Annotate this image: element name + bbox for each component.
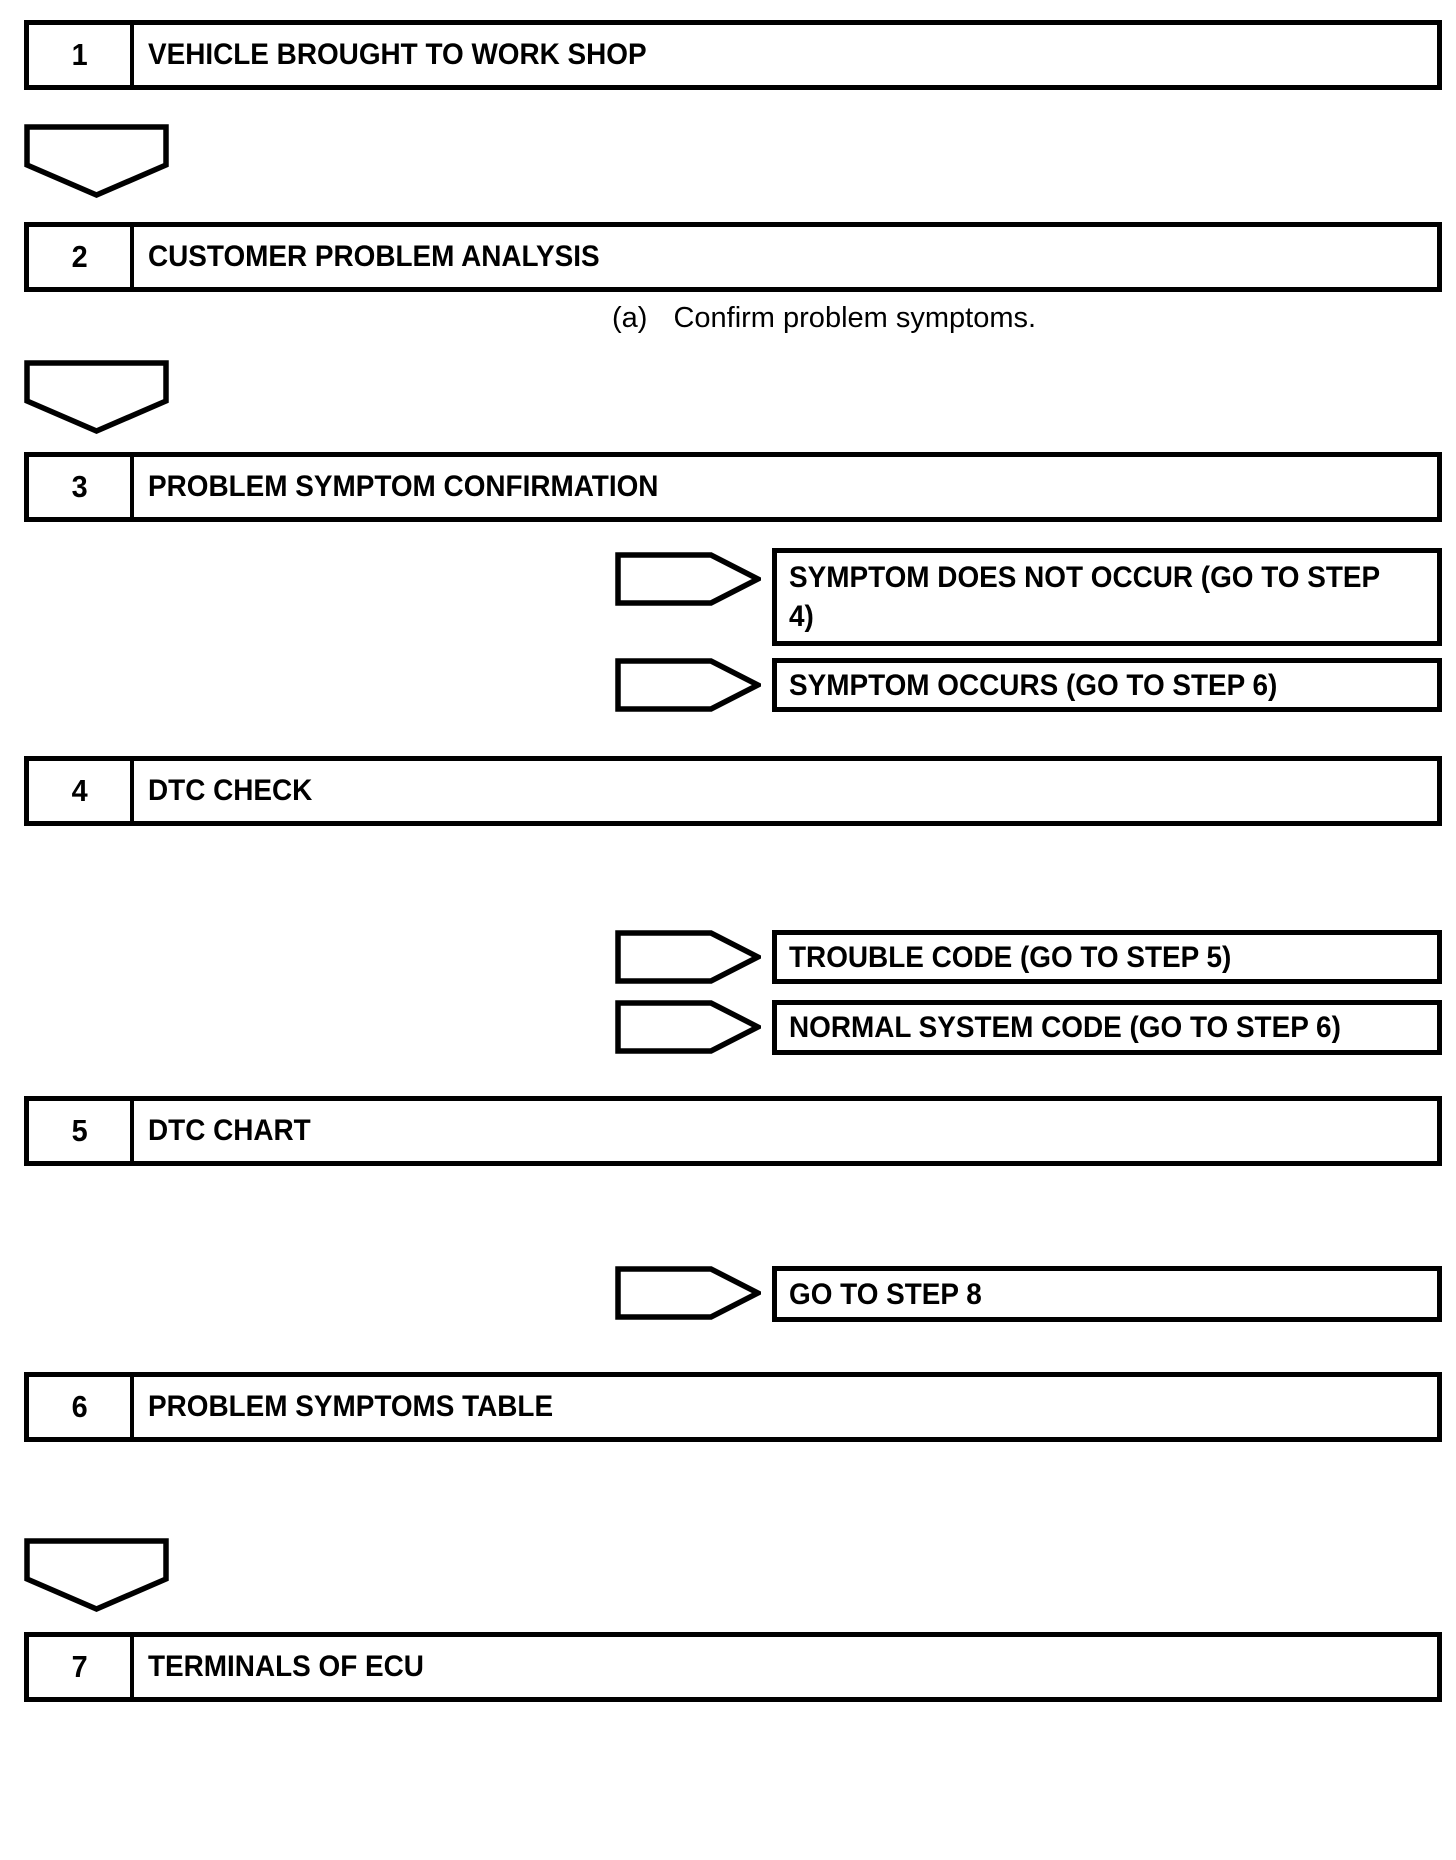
step-number-text: 3 — [71, 469, 88, 504]
step-title: DTC CHECK — [134, 761, 1437, 821]
result-label: TROUBLE CODE (GO TO STEP 5) — [789, 940, 1232, 974]
step-number: 7 — [29, 1637, 134, 1697]
step-title-text: VEHICLE BROUGHT TO WORK SHOP — [148, 38, 647, 71]
step-number: 3 — [29, 457, 134, 517]
result-label: SYMPTOM OCCURS (GO TO STEP 6) — [789, 668, 1278, 702]
down-arrow-icon — [24, 1538, 169, 1612]
step-box-2: 2 CUSTOMER PROBLEM ANALYSIS — [24, 222, 1442, 292]
branch-result-box: GO TO STEP 8 — [772, 1266, 1442, 1322]
step-title: CUSTOMER PROBLEM ANALYSIS — [134, 227, 1437, 287]
step-box-4: 4 DTC CHECK — [24, 756, 1442, 826]
step-number-text: 1 — [71, 37, 88, 72]
step-number-text: 4 — [71, 773, 88, 808]
down-arrow-icon — [24, 360, 169, 434]
step-title-text: PROBLEM SYMPTOM CONFIRMATION — [148, 470, 659, 503]
right-arrow-icon — [615, 1266, 761, 1320]
down-arrow-icon — [24, 124, 169, 198]
step-title: TERMINALS OF ECU — [134, 1637, 1437, 1697]
step-box-5: 5 DTC CHART — [24, 1096, 1442, 1166]
step-number: 2 — [29, 227, 134, 287]
step-box-3: 3 PROBLEM SYMPTOM CONFIRMATION — [24, 452, 1442, 522]
step-box-6: 6 PROBLEM SYMPTOMS TABLE — [24, 1372, 1442, 1442]
step-title-text: TERMINALS OF ECU — [148, 1650, 424, 1683]
step-number: 4 — [29, 761, 134, 821]
right-arrow-icon — [615, 658, 761, 712]
step-box-7: 7 TERMINALS OF ECU — [24, 1632, 1442, 1702]
result-label: GO TO STEP 8 — [789, 1277, 982, 1311]
step-title: VEHICLE BROUGHT TO WORK SHOP — [134, 25, 1437, 85]
procedure-note: (a) Confirm problem symptoms. — [612, 302, 1036, 335]
branch-result-box: TROUBLE CODE (GO TO STEP 5) — [772, 930, 1442, 984]
step-title-text: CUSTOMER PROBLEM ANALYSIS — [148, 240, 600, 273]
step-box-1: 1 VEHICLE BROUGHT TO WORK SHOP — [24, 20, 1442, 90]
step-number-text: 6 — [71, 1389, 88, 1424]
branch-result-box: SYMPTOM OCCURS (GO TO STEP 6) — [772, 658, 1442, 712]
step-number-text: 5 — [71, 1113, 88, 1148]
right-arrow-icon — [615, 930, 761, 984]
result-label: NORMAL SYSTEM CODE (GO TO STEP 6) — [789, 1011, 1341, 1044]
result-label: SYMPTOM DOES NOT OCCUR (GO TO STEP 4) — [789, 561, 1380, 633]
step-number-text: 7 — [71, 1649, 88, 1684]
step-number: 5 — [29, 1101, 134, 1161]
step-title: DTC CHART — [134, 1101, 1437, 1161]
step-number: 6 — [29, 1377, 134, 1437]
step-title-text: PROBLEM SYMPTOMS TABLE — [148, 1390, 554, 1423]
branch-result-box: NORMAL SYSTEM CODE (GO TO STEP 6) — [772, 1000, 1442, 1055]
step-title-text: DTC CHECK — [148, 774, 313, 807]
branch-result-box: SYMPTOM DOES NOT OCCUR (GO TO STEP 4) — [772, 548, 1442, 646]
note-label: (a) — [612, 302, 648, 334]
step-title: PROBLEM SYMPTOMS TABLE — [134, 1377, 1437, 1437]
right-arrow-icon — [615, 1000, 761, 1054]
step-number: 1 — [29, 25, 134, 85]
step-title: PROBLEM SYMPTOM CONFIRMATION — [134, 457, 1437, 517]
note-text: Confirm problem symptoms. — [673, 302, 1037, 334]
step-number-text: 2 — [71, 239, 88, 274]
step-title-text: DTC CHART — [148, 1114, 311, 1147]
right-arrow-icon — [615, 552, 761, 606]
